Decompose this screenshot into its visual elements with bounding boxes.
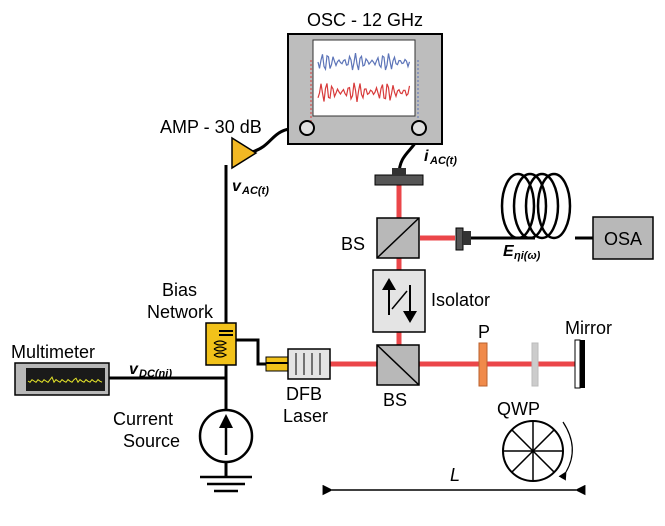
bias-label-line1: Bias <box>162 280 197 300</box>
bias-label-line2: Network <box>147 302 214 322</box>
osc-trace-blue <box>317 53 411 72</box>
bias-to-laser-wire <box>234 338 272 366</box>
dfb-laser-icon <box>265 348 331 380</box>
bs-bottom-label: BS <box>383 390 407 410</box>
amplifier-triangle-icon <box>231 136 258 170</box>
mirror-icon <box>574 339 585 389</box>
fiber-collimator-icon <box>455 227 471 251</box>
length-label: L <box>450 465 460 485</box>
dfb-label-line2: Laser <box>283 406 328 426</box>
polarizer-plate <box>478 342 488 387</box>
ground-icon <box>200 475 252 493</box>
current-label-line1: Current <box>113 409 173 429</box>
current-source-icon <box>198 408 254 464</box>
rotation-arrow <box>558 421 573 481</box>
bias-tee-icon <box>205 322 237 366</box>
isolator-label: Isolator <box>431 290 490 310</box>
mirror-label: Mirror <box>565 318 612 338</box>
iac-subscript: AC(t) <box>429 155 457 167</box>
vdc-label: v <box>129 361 139 378</box>
multimeter-trace <box>27 376 103 384</box>
multimeter-icon <box>14 362 110 396</box>
laser-beam-paths <box>330 185 578 367</box>
fiber-coil-icon <box>500 172 572 240</box>
qwp-label: QWP <box>497 399 540 419</box>
eta-label: E <box>503 243 515 260</box>
vdc-subscript: DC(ηi) <box>139 368 172 380</box>
wheel-icon <box>502 420 564 482</box>
eta-subscript: ηi(ω) <box>514 250 541 262</box>
iac-label: i <box>424 148 429 165</box>
dfb-label-line1: DFB <box>286 384 322 404</box>
oscilloscope-icon <box>287 33 443 145</box>
isolator-icon <box>372 269 426 333</box>
multimeter-label: Multimeter <box>11 342 95 362</box>
osc-input-port-2[interactable] <box>411 120 427 136</box>
vac-label: v <box>232 178 242 195</box>
qwp-plate <box>531 342 539 387</box>
photodetector-icon <box>374 168 424 186</box>
osc-input-port-1[interactable] <box>299 120 315 136</box>
osc-trace-red <box>317 82 411 102</box>
amp-label: AMP - 30 dB <box>160 117 262 137</box>
osa-box <box>592 216 654 260</box>
cube-beam-splitter-bottom-icon <box>376 344 420 386</box>
bs-top-label: BS <box>341 234 365 254</box>
polarizer-label: P <box>478 322 490 342</box>
osc-label: OSC - 12 GHz <box>307 10 423 30</box>
osa-label: OSA <box>604 229 642 249</box>
current-label-line2: Source <box>123 431 180 451</box>
vac-subscript: AC(t) <box>241 185 269 197</box>
cube-beam-splitter-icon <box>376 217 420 259</box>
